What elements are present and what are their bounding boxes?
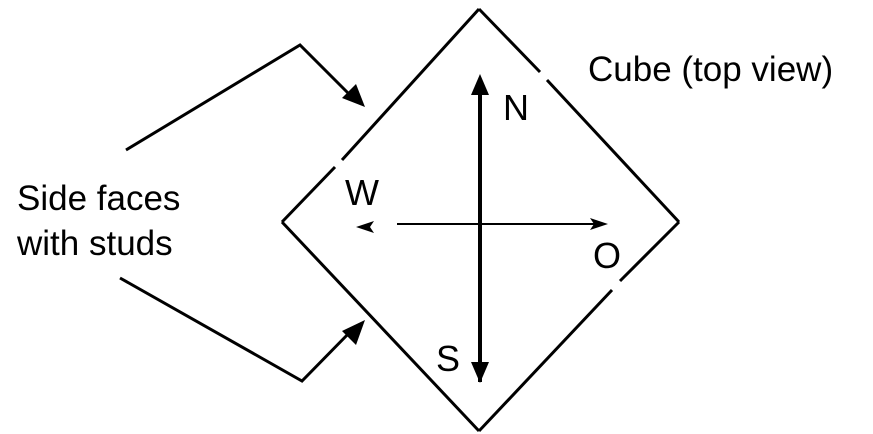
cube-edge-top-right-a [545, 78, 681, 224]
side-faces-label-line2: with studs [17, 224, 173, 263]
cube-edge-top-left-a [340, 7, 481, 162]
pointer-arrow-upper [125, 43, 357, 152]
direction-east-label: O [593, 235, 622, 276]
cube-edge-top-left-b [280, 165, 337, 224]
east-arrowhead [590, 218, 608, 230]
south-arrowhead [471, 362, 489, 383]
pointer-arrows [119, 43, 365, 383]
pointer-arrowhead-upper [342, 84, 365, 107]
direction-north-label: N [503, 87, 529, 128]
pointer-arrowhead-lower [342, 320, 365, 345]
cube-outline [280, 7, 681, 433]
diagram-title: Cube (top view) [588, 50, 834, 89]
direction-west-label: W [345, 172, 379, 213]
cube-edge-bottom-right-b [618, 220, 681, 283]
pointer-arrow-lower [119, 276, 354, 383]
cube-edge-bottom-left [280, 220, 481, 433]
side-faces-label-line1: Side faces [17, 179, 181, 218]
direction-south-label: S [436, 338, 461, 379]
north-south-axis [471, 74, 489, 383]
cube-edge-bottom-right-a [477, 288, 614, 433]
north-arrowhead [471, 74, 489, 95]
side-faces-label: Side faces with studs [17, 176, 180, 266]
west-arrowhead [356, 221, 374, 233]
cube-edge-top-right-b [477, 7, 542, 74]
west-east-axis [356, 218, 608, 233]
